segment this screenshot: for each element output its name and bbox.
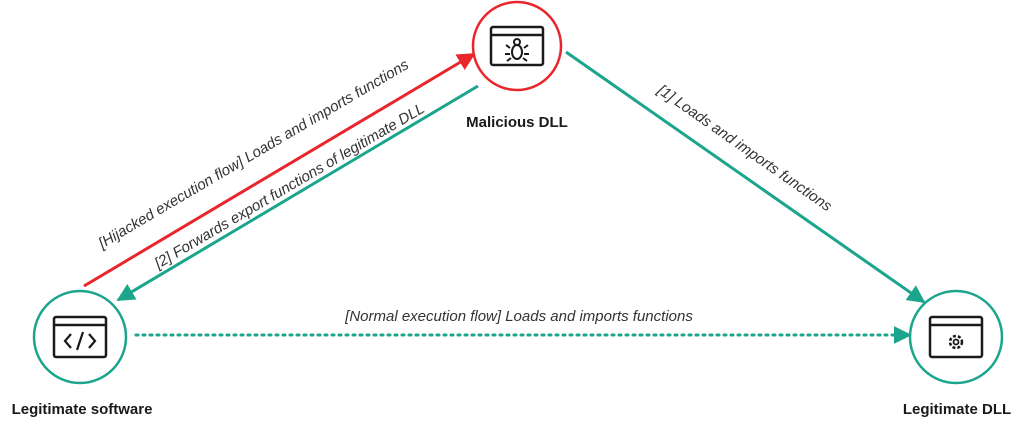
hijacked-edge-arrow	[83, 52, 476, 288]
code-window-icon	[52, 315, 108, 359]
legitimate-software-label: Legitimate software	[12, 401, 153, 418]
malicious-dll-node	[471, 0, 563, 92]
malicious-dll-label: Malicious DLL	[466, 114, 568, 131]
forwards-edge-arrow	[116, 84, 479, 302]
bug-window-icon	[489, 25, 545, 67]
legitimate-dll-label: Legitimate DLL	[903, 401, 1011, 418]
gear-window-icon	[928, 315, 984, 359]
legitimate-dll-node	[908, 289, 1004, 385]
loads-edge-label: [1] Loads and imports functions	[654, 81, 836, 215]
loads-edge-arrow	[565, 50, 926, 304]
normal-edge-label: [Normal execution flow] Loads and import…	[344, 308, 693, 325]
legitimate-software-node	[32, 289, 128, 385]
